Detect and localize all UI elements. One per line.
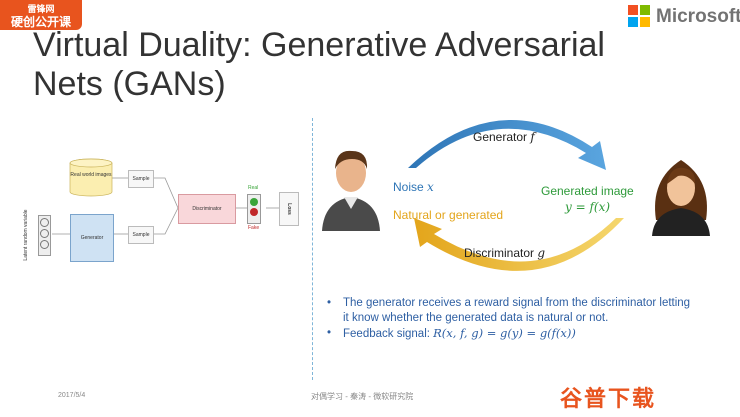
microsoft-wordmark: Microsoft xyxy=(656,6,740,27)
real-label: Real xyxy=(248,185,259,191)
woman-avatar-icon xyxy=(652,160,710,236)
discriminator-arrow xyxy=(414,218,624,271)
noise-label: Noise x xyxy=(393,180,434,194)
loss-label: Loss xyxy=(285,203,292,215)
discriminator-box: Discriminator xyxy=(178,194,236,224)
sample-box-top: Sample xyxy=(128,170,154,188)
fake-label: Fake xyxy=(248,225,260,231)
loss-box: Loss xyxy=(279,192,299,226)
bullet-item-2: Feedback signal: R(x, f, g) = g(y) = g(f… xyxy=(325,326,695,342)
slide-title-line2: Nets (GANs) xyxy=(33,65,226,103)
latent-variable-label: Latent random variable xyxy=(23,209,29,261)
watermark-logo: 谷普下载 xyxy=(560,386,657,411)
generator-box: Generator xyxy=(70,214,114,262)
natural-or-generated-label: Natural or generated xyxy=(393,208,504,222)
bullet-item-1: The generator receives a reward signal f… xyxy=(325,296,695,326)
generated-image-equation: y = f(x) xyxy=(565,200,611,214)
gan-architecture-diagram xyxy=(52,177,279,235)
generator-label: Generator f xyxy=(473,130,535,144)
discriminator-label: Discriminator g xyxy=(464,246,546,260)
leiphone-badge: 雷锋网 硬创公开课 xyxy=(0,0,82,30)
footer-date: 2017/5/4 xyxy=(58,392,86,399)
real-world-images-label: Real world images xyxy=(70,172,112,178)
badge-line2: 硬创公开课 xyxy=(10,15,71,29)
sample-box-bottom: Sample xyxy=(128,226,154,244)
man-avatar-icon xyxy=(322,150,380,231)
slide-title: Virtual Duality: Generative Adversarial … xyxy=(33,26,633,104)
slide-title-line1: Virtual Duality: Generative Adversarial xyxy=(33,26,605,64)
real-fake-indicator xyxy=(247,194,261,224)
badge-line1: 雷锋网 xyxy=(27,4,55,14)
real-world-images-database-icon xyxy=(69,158,113,197)
section-divider xyxy=(312,118,313,380)
duality-cycle-diagram xyxy=(408,120,624,271)
bullet-list: The generator receives a reward signal f… xyxy=(325,296,695,342)
generator-arrow xyxy=(408,120,606,170)
footer-text: 对偶学习 - 秦涛 - 微软研究院 xyxy=(311,392,414,401)
microsoft-logo-icon xyxy=(628,5,650,27)
latent-vector xyxy=(38,215,51,256)
generated-image-label: Generated image xyxy=(541,184,634,198)
